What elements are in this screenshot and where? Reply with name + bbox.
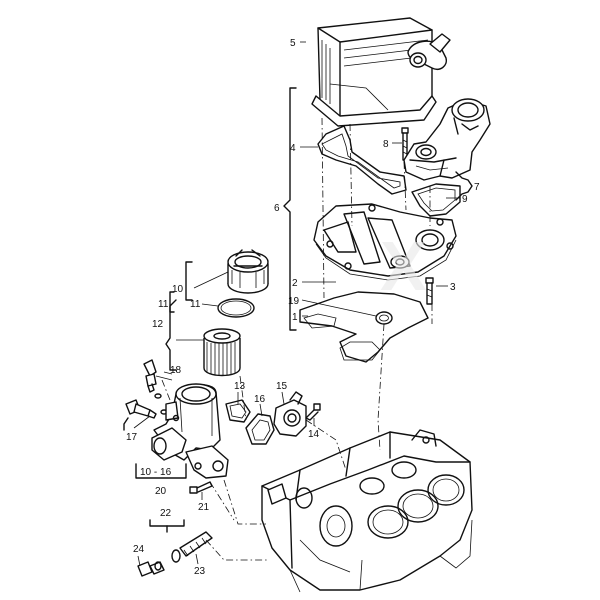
filler-neck-gasket [411, 183, 461, 217]
cooler-gasket [317, 125, 407, 195]
callout-14: 14 [308, 429, 320, 440]
bolt-14 [305, 403, 321, 421]
bracket-7 [455, 171, 473, 201]
assembly-lines [161, 117, 433, 561]
seal-22 [171, 549, 181, 563]
thermostat-housing [273, 391, 307, 437]
valve-23 [179, 531, 213, 557]
callout-labels: 5 4 8 7 9 6 2 19 1 3 10 11 11 12 18 13 1… [126, 38, 480, 577]
callout-6: 6 [274, 203, 280, 214]
filter-cap-o-ring [217, 298, 255, 318]
callout-15: 15 [276, 381, 288, 392]
plug-24 [137, 561, 165, 577]
callout-17: 17 [126, 432, 138, 443]
bracket-6 [283, 87, 297, 331]
callout-4: 4 [290, 143, 296, 154]
bracket-22 [149, 519, 185, 533]
callout-9: 9 [462, 194, 468, 205]
bracket-10 [185, 261, 193, 301]
oil-filter-element [203, 328, 241, 377]
oil-filter-bracket [313, 203, 457, 281]
engine-block [261, 429, 473, 593]
callout-24: 24 [133, 544, 145, 555]
callout-13: 13 [234, 381, 246, 392]
callout-20: 20 [155, 486, 167, 497]
callout-2: 2 [292, 278, 298, 289]
bolt-21 [189, 481, 213, 494]
o-ring-19 [375, 311, 393, 325]
callout-7: 7 [474, 182, 480, 193]
gasket-16 [245, 413, 275, 445]
leader-lines [133, 41, 460, 567]
bracket-17 [123, 417, 129, 431]
gasket-13 [225, 399, 251, 423]
callout-23: 23 [194, 566, 206, 577]
bracket-11 [169, 291, 175, 313]
callout-10: 10 [172, 284, 184, 295]
bracket-gasket [299, 291, 429, 363]
oil-temperature-switch [125, 399, 168, 419]
watermark: X [380, 227, 427, 305]
oil-cooler [311, 17, 451, 127]
callout-21: 21 [198, 502, 210, 513]
callout-3: 3 [450, 282, 456, 293]
callout-1: 1 [292, 312, 298, 323]
callout-16: 16 [254, 394, 266, 405]
callout-22: 22 [160, 508, 172, 519]
callout-18: 18 [170, 365, 182, 376]
callout-5: 5 [290, 38, 296, 49]
oil-filter-cap [227, 249, 269, 294]
bracket-1016 [135, 463, 187, 479]
oil-filter-housing [151, 383, 229, 479]
callout-8: 8 [383, 139, 389, 150]
callout-10-16: 10 - 16 [140, 467, 172, 478]
callout-11-right: 11 [190, 299, 201, 310]
bolt-3 [425, 277, 434, 305]
callout-19: 19 [288, 296, 300, 307]
bracket-12 [165, 299, 177, 371]
oil-pressure-sensor [143, 359, 173, 399]
filler-neck-housing [403, 98, 491, 181]
callout-12: 12 [152, 319, 164, 330]
callout-11-left: 11 [158, 299, 169, 310]
